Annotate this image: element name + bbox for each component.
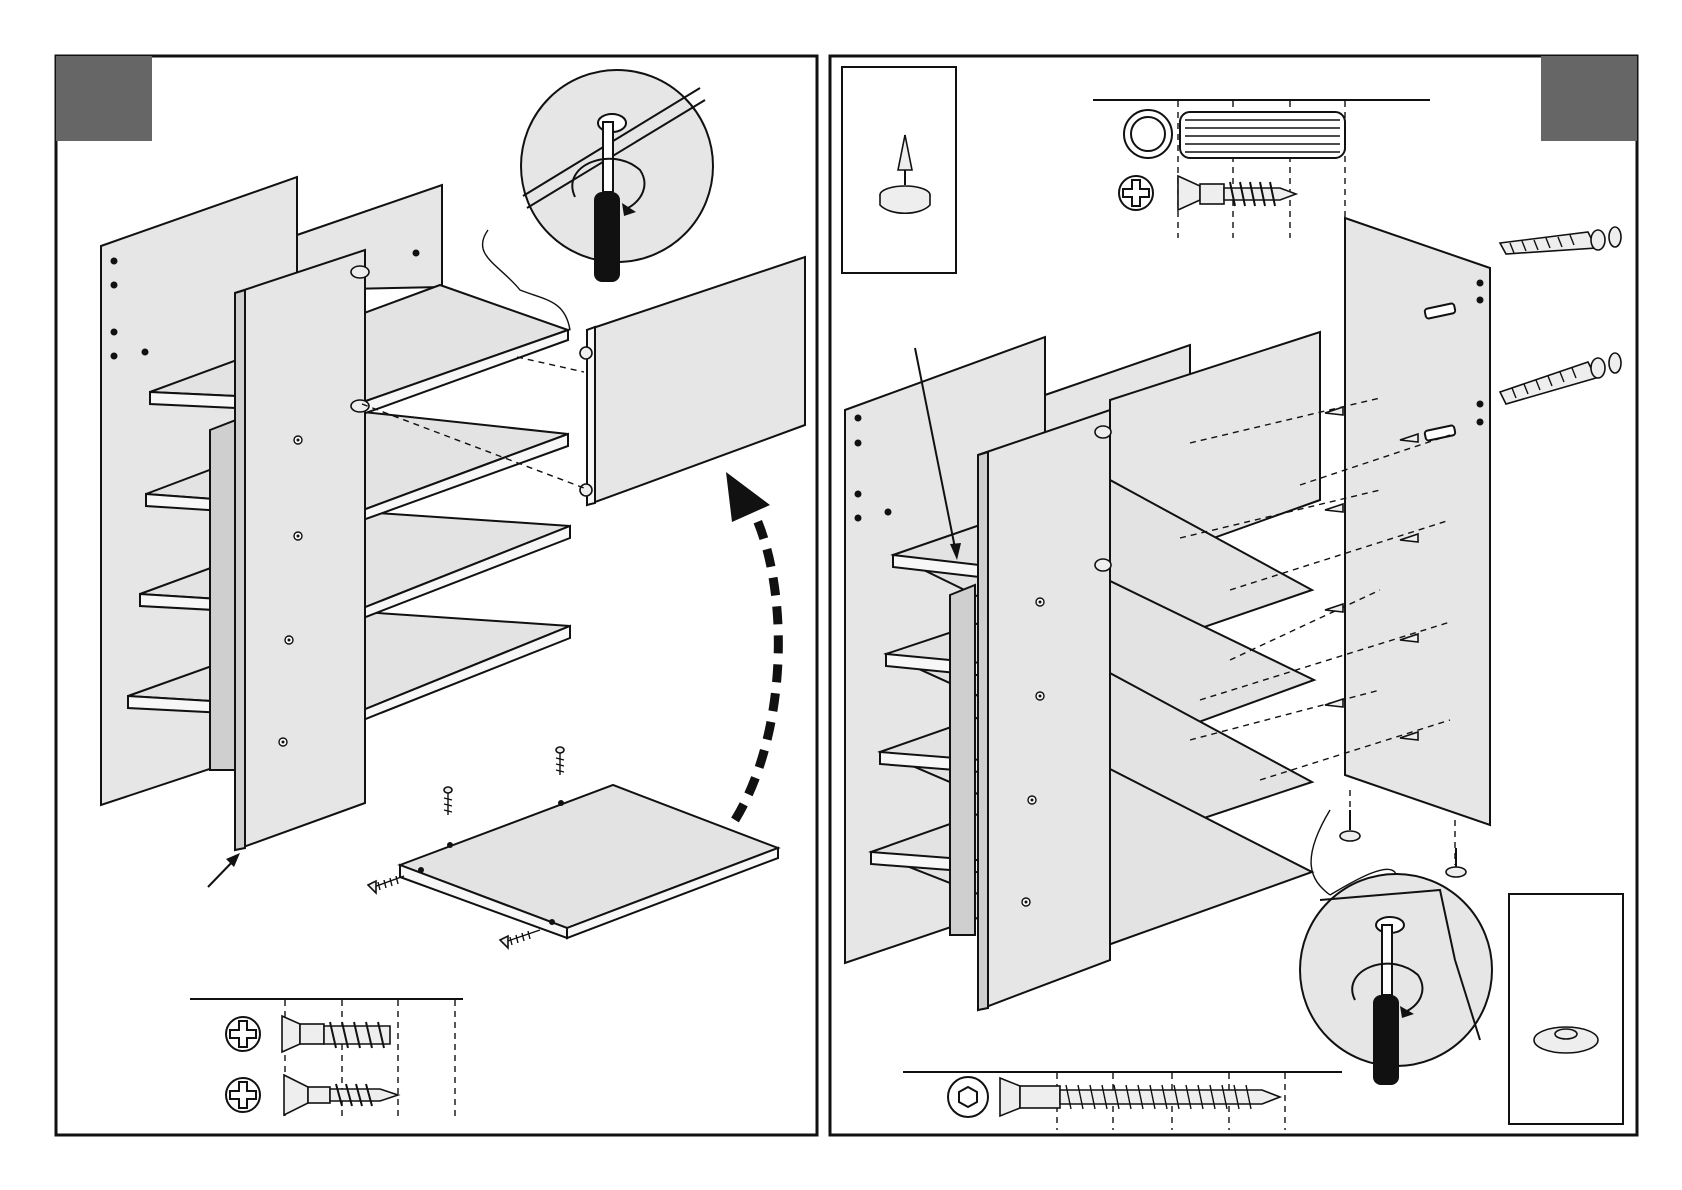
wooden-dowel-icon <box>1180 112 1345 158</box>
screwdriver-icon <box>1373 995 1399 1085</box>
front-side-panel <box>235 250 365 850</box>
screwdriver-icon <box>594 192 620 282</box>
cam-lock-icon <box>1095 559 1111 571</box>
right-front-side-panel <box>978 410 1110 1010</box>
right-inner-divider <box>950 585 975 935</box>
left-step-panel <box>56 56 817 1135</box>
hex-head-icon <box>948 1077 988 1117</box>
cam-lock-icon <box>1095 426 1111 438</box>
washer-icon <box>1609 353 1621 373</box>
dowel-end-icon <box>1124 110 1172 158</box>
phillips-head-icon <box>1119 176 1153 210</box>
phillips-head-icon <box>226 1017 260 1051</box>
inner-divider <box>210 420 236 770</box>
right-step-tab <box>1541 56 1637 141</box>
nail-glide-inset <box>842 67 956 273</box>
washer-icon <box>1609 227 1621 247</box>
left-step-tab <box>56 56 152 141</box>
phillips-head-icon <box>226 1078 260 1112</box>
screwdriver-shaft <box>603 122 613 192</box>
felt-pad-inset <box>1509 894 1623 1124</box>
right-step-panel <box>830 56 1637 1135</box>
